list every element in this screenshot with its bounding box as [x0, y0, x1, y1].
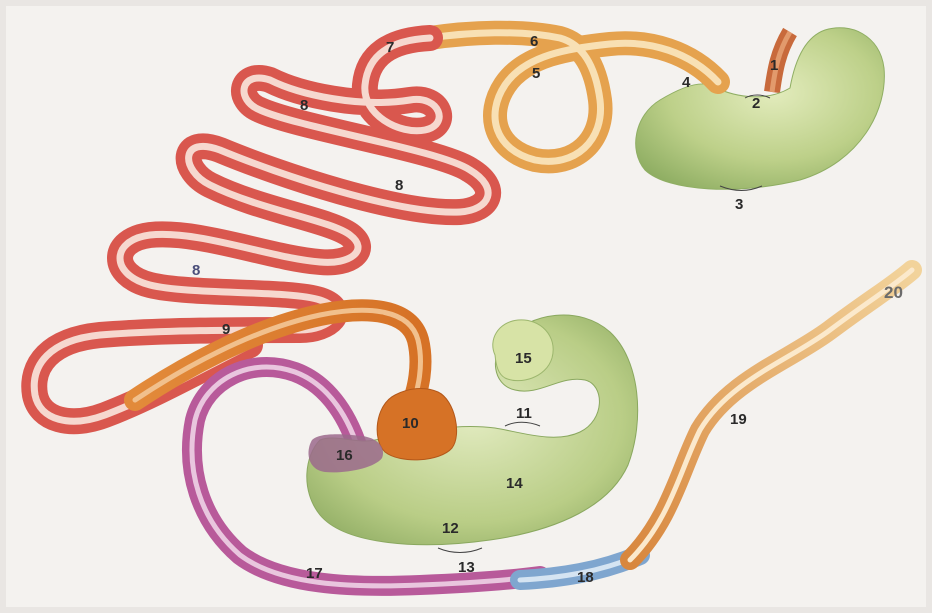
- label-15: 15: [515, 350, 532, 367]
- label-8-middle: 8: [395, 177, 403, 194]
- label-1: 1: [770, 57, 778, 74]
- label-11: 11: [516, 405, 532, 422]
- label-13: 13: [458, 559, 475, 576]
- label-17: 17: [306, 565, 323, 582]
- label-16: 16: [336, 447, 353, 464]
- label-7: 7: [386, 39, 394, 56]
- label-8-lower: 8: [192, 262, 200, 279]
- label-19: 19: [730, 411, 747, 428]
- label-6: 6: [530, 33, 538, 50]
- label-8-top: 8: [300, 97, 308, 114]
- label-10: 10: [402, 415, 419, 432]
- label-14: 14: [506, 475, 523, 492]
- label-20: 20: [884, 283, 903, 302]
- label-4: 4: [682, 74, 691, 91]
- label-18: 18: [577, 569, 594, 586]
- label-9: 9: [222, 321, 230, 338]
- label-3: 3: [735, 196, 743, 213]
- label-2: 2: [752, 95, 760, 112]
- label-5: 5: [532, 65, 540, 82]
- label-12: 12: [442, 520, 459, 537]
